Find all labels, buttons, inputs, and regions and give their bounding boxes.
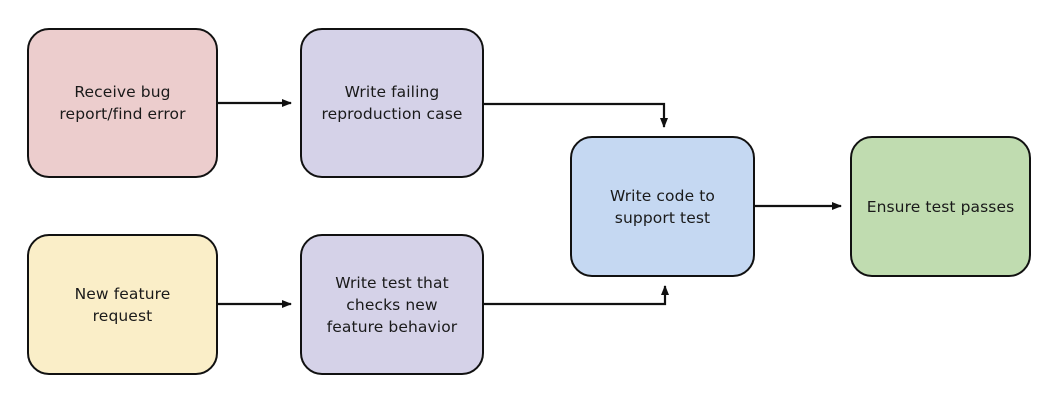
node-new-feature-request[interactable]: New feature request [27, 234, 218, 375]
edge-write-test-to-write-code [484, 285, 669, 306]
node-write-failing-reproduction-case[interactable]: Write failing reproduction case [300, 28, 484, 178]
node-write-test-checks-new-feature[interactable]: Write test that checks new feature behav… [300, 234, 484, 375]
node-receive-bug-report[interactable]: Receive bug report/find error [27, 28, 218, 178]
node-ensure-test-passes[interactable]: Ensure test passes [850, 136, 1031, 277]
node-write-code-to-support-test[interactable]: Write code to support test [570, 136, 755, 277]
edge-reproduction-case-to-write-code [484, 102, 668, 128]
